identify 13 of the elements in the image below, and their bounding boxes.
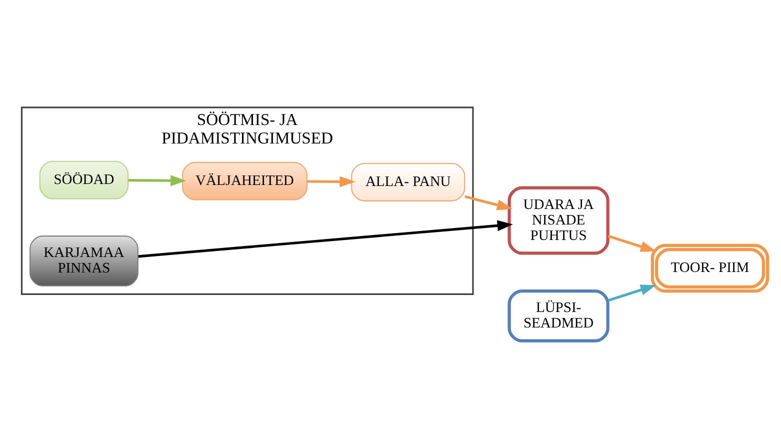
- node-box: UDARA JA NISADE PUHTUS: [508, 186, 610, 254]
- node-box: VÄLJAHEITED: [182, 161, 308, 200]
- arrow: [608, 284, 656, 302]
- node-box: LÜPSI- SEADMED: [508, 289, 610, 342]
- arrow: [608, 234, 656, 252]
- node-box: KARJAMAA PINNAS: [30, 235, 138, 286]
- arrow: [138, 220, 513, 258]
- node-box: TOOR- PIIM: [650, 243, 770, 292]
- arrow: [307, 176, 356, 187]
- arrow: [128, 174, 186, 186]
- node-box: ALLA- PANU: [351, 162, 466, 201]
- node-box: SÖÖDAD: [39, 160, 129, 199]
- arrow: [464, 194, 513, 210]
